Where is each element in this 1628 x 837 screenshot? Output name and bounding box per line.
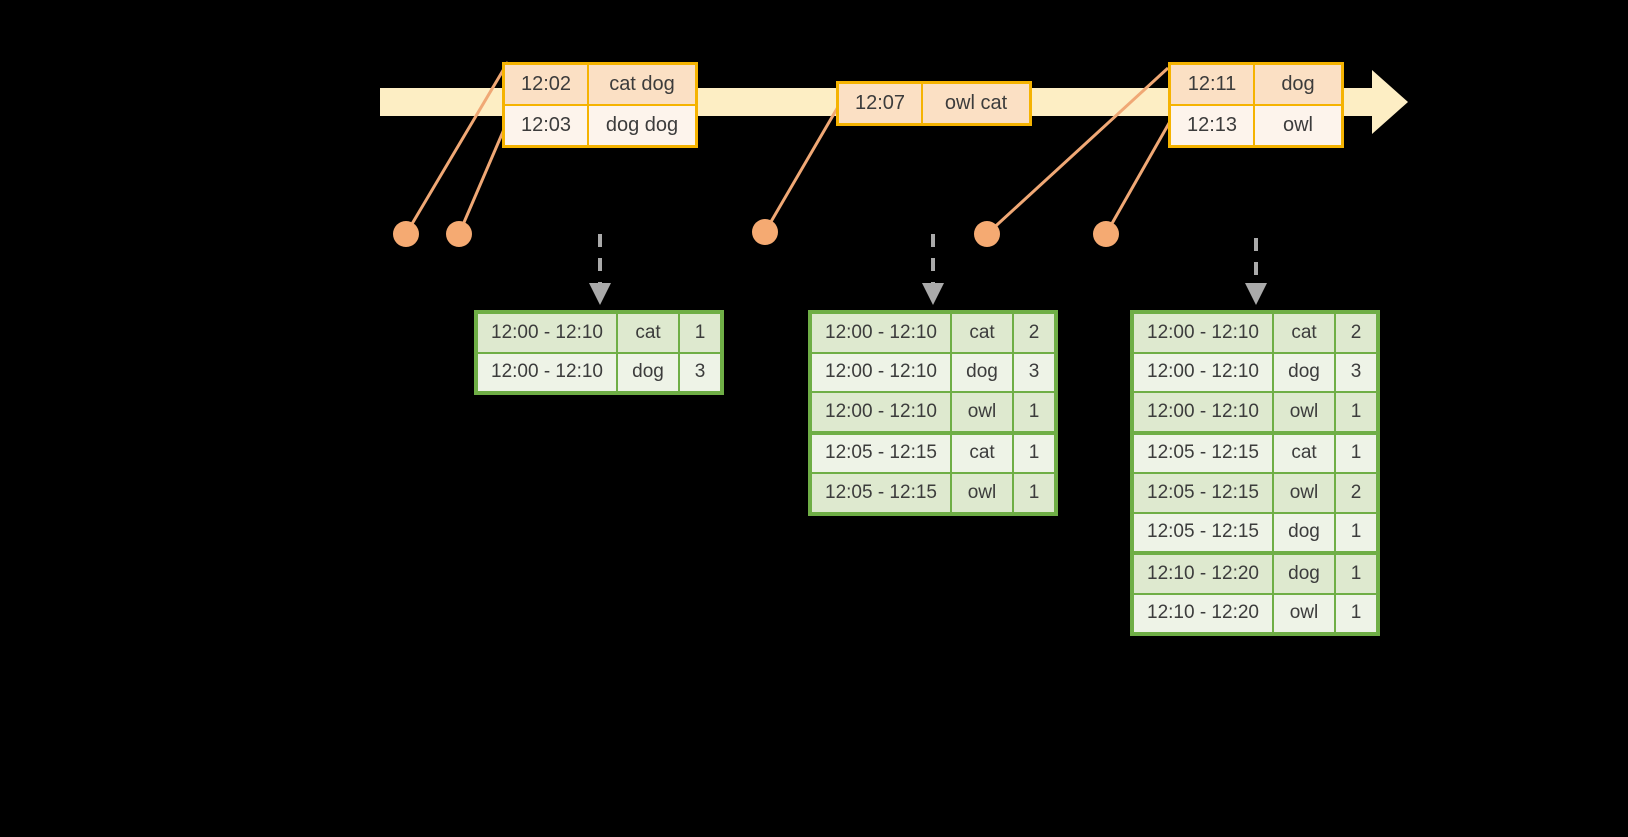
event-time: 12:13 [1171, 106, 1255, 145]
count-cell: 2 [1014, 314, 1054, 352]
count-cell: 3 [1336, 353, 1376, 391]
connector-line-2 [457, 119, 510, 235]
timeline-arrowhead-icon [1372, 70, 1408, 134]
emit-dot-2 [446, 221, 472, 247]
key-cell: cat [618, 314, 680, 352]
window-cell: 12:00 - 12:10 [812, 353, 952, 391]
emit-dot-3 [752, 219, 778, 245]
window-cell: 12:00 - 12:10 [1134, 353, 1274, 391]
window-cell: 12:05 - 12:15 [1134, 474, 1274, 512]
event-time: 12:07 [839, 84, 923, 123]
event-value: dog [1255, 65, 1341, 104]
key-cell: owl [952, 393, 1014, 431]
window-cell: 12:00 - 12:10 [1134, 393, 1274, 431]
trigger-arrow-1-head-icon [589, 283, 611, 305]
key-cell: dog [1274, 555, 1336, 593]
count-cell: 1 [1336, 434, 1376, 472]
key-cell: dog [1274, 353, 1336, 391]
count-cell: 1 [1336, 555, 1376, 593]
key-cell: dog [1274, 513, 1336, 551]
count-cell: 1 [1014, 474, 1054, 512]
window-cell: 12:00 - 12:10 [478, 353, 618, 391]
count-cell: 3 [680, 353, 720, 391]
count-cell: 2 [1336, 314, 1376, 352]
trigger-arrow-3-head-icon [1245, 283, 1267, 305]
key-cell: owl [1274, 594, 1336, 632]
event-value: owl [1255, 106, 1341, 145]
key-cell: cat [1274, 434, 1336, 472]
trigger-arrow-2-head-icon [922, 283, 944, 305]
event-time: 12:02 [505, 65, 589, 104]
key-cell: cat [1274, 314, 1336, 352]
key-cell: cat [952, 434, 1014, 472]
window-cell: 12:00 - 12:10 [1134, 314, 1274, 352]
window-cell: 12:10 - 12:20 [1134, 555, 1274, 593]
count-cell: 1 [1336, 513, 1376, 551]
window-cell: 12:05 - 12:15 [1134, 513, 1274, 551]
window-cell: 12:00 - 12:10 [812, 314, 952, 352]
event-value: owl cat [923, 84, 1029, 123]
count-cell: 1 [1014, 434, 1054, 472]
window-cell: 12:00 - 12:10 [812, 393, 952, 431]
connector-line-5 [1104, 117, 1174, 235]
count-cell: 1 [1336, 594, 1376, 632]
event-time: 12:03 [505, 106, 589, 145]
window-cell: 12:10 - 12:20 [1134, 594, 1274, 632]
count-cell: 1 [1014, 393, 1054, 431]
event-value: cat dog [589, 65, 695, 104]
window-cell: 12:05 - 12:15 [1134, 434, 1274, 472]
count-cell: 3 [1014, 353, 1054, 391]
key-cell: owl [952, 474, 1014, 512]
trigger-arrows [589, 234, 1267, 305]
key-cell: dog [618, 353, 680, 391]
window-cell: 12:00 - 12:10 [478, 314, 618, 352]
connector-line-3 [763, 99, 844, 233]
count-cell: 1 [1336, 393, 1376, 431]
count-cell: 1 [680, 314, 720, 352]
key-cell: owl [1274, 393, 1336, 431]
emit-dot-1 [393, 221, 419, 247]
event-time: 12:11 [1171, 65, 1255, 104]
emit-dot-4 [974, 221, 1000, 247]
window-cell: 12:05 - 12:15 [812, 434, 952, 472]
emit-dot-5 [1093, 221, 1119, 247]
key-cell: dog [952, 353, 1014, 391]
emit-dots [393, 219, 1119, 247]
count-cell: 2 [1336, 474, 1376, 512]
key-cell: cat [952, 314, 1014, 352]
event-value: dog dog [589, 106, 695, 145]
window-cell: 12:05 - 12:15 [812, 474, 952, 512]
key-cell: owl [1274, 474, 1336, 512]
